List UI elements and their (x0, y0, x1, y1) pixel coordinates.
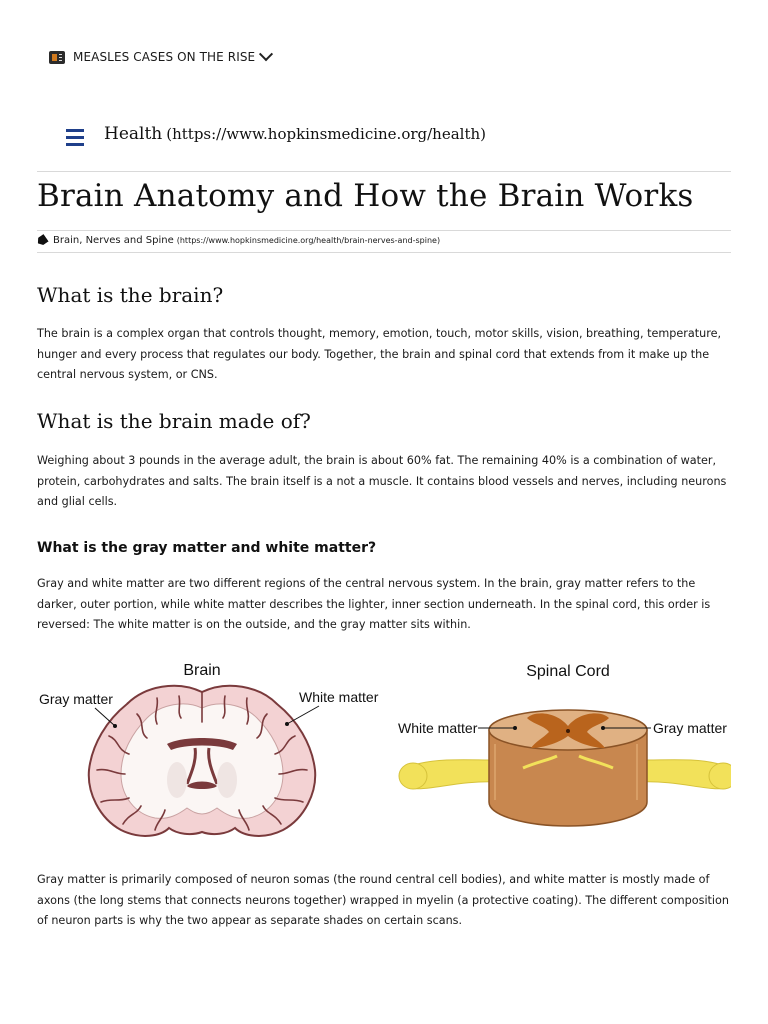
alert-banner[interactable]: MEASLES CASES ON THE RISE (49, 47, 274, 67)
subsection-heading: What is the gray matter and white matter… (37, 540, 377, 556)
section-heading: What is the brain made of? (37, 409, 311, 433)
category-tag-url: (https://www.hopkinsmedicine.org/health/… (176, 236, 441, 245)
section-body: Weighing about 3 pounds in the average a… (37, 454, 727, 508)
hamburger-menu-icon[interactable] (66, 129, 84, 146)
site-nav: Health (https://www.hopkinsmedicine.org/… (66, 124, 487, 146)
section-body: Gray and white matter are two different … (37, 577, 711, 631)
spinal-cord-illustration: Spinal Cord White matter Gray matter (398, 663, 731, 827)
divider (37, 230, 731, 231)
spinal-cord-title: Spinal Cord (526, 663, 610, 680)
brain-title: Brain (183, 662, 220, 679)
chevron-down-icon[interactable] (259, 47, 274, 62)
page-title: Brain Anatomy and How the Brain Works (37, 178, 694, 214)
category-tag[interactable]: Brain, Nerves and Spine (https://www.hop… (37, 235, 440, 246)
brain-spinal-cord-figure: Brain (37, 652, 731, 842)
nav-health-url: (https://www.hopkinsmedicine.org/health) (166, 125, 487, 143)
cord-gray-matter-label: Gray matter (653, 720, 727, 736)
divider (37, 252, 731, 253)
nav-health-link[interactable]: Health (104, 124, 163, 144)
alert-text[interactable]: MEASLES CASES ON THE RISE (73, 50, 256, 64)
brain-gray-matter-label: Gray matter (39, 691, 113, 707)
tag-icon (35, 234, 48, 247)
figure-illustration: Brain (39, 662, 731, 837)
brain-white-matter-label: White matter (299, 689, 379, 705)
section-body: The brain is a complex organ that contro… (37, 327, 722, 381)
section-heading: What is the brain? (37, 283, 224, 307)
section-body: Gray matter is primarily composed of neu… (37, 873, 729, 927)
cord-white-matter-label: White matter (398, 720, 478, 736)
category-tag-text[interactable]: Brain, Nerves and Spine (53, 235, 174, 246)
divider (37, 171, 731, 172)
news-icon (49, 50, 65, 64)
brain-illustration: Brain (39, 662, 379, 837)
